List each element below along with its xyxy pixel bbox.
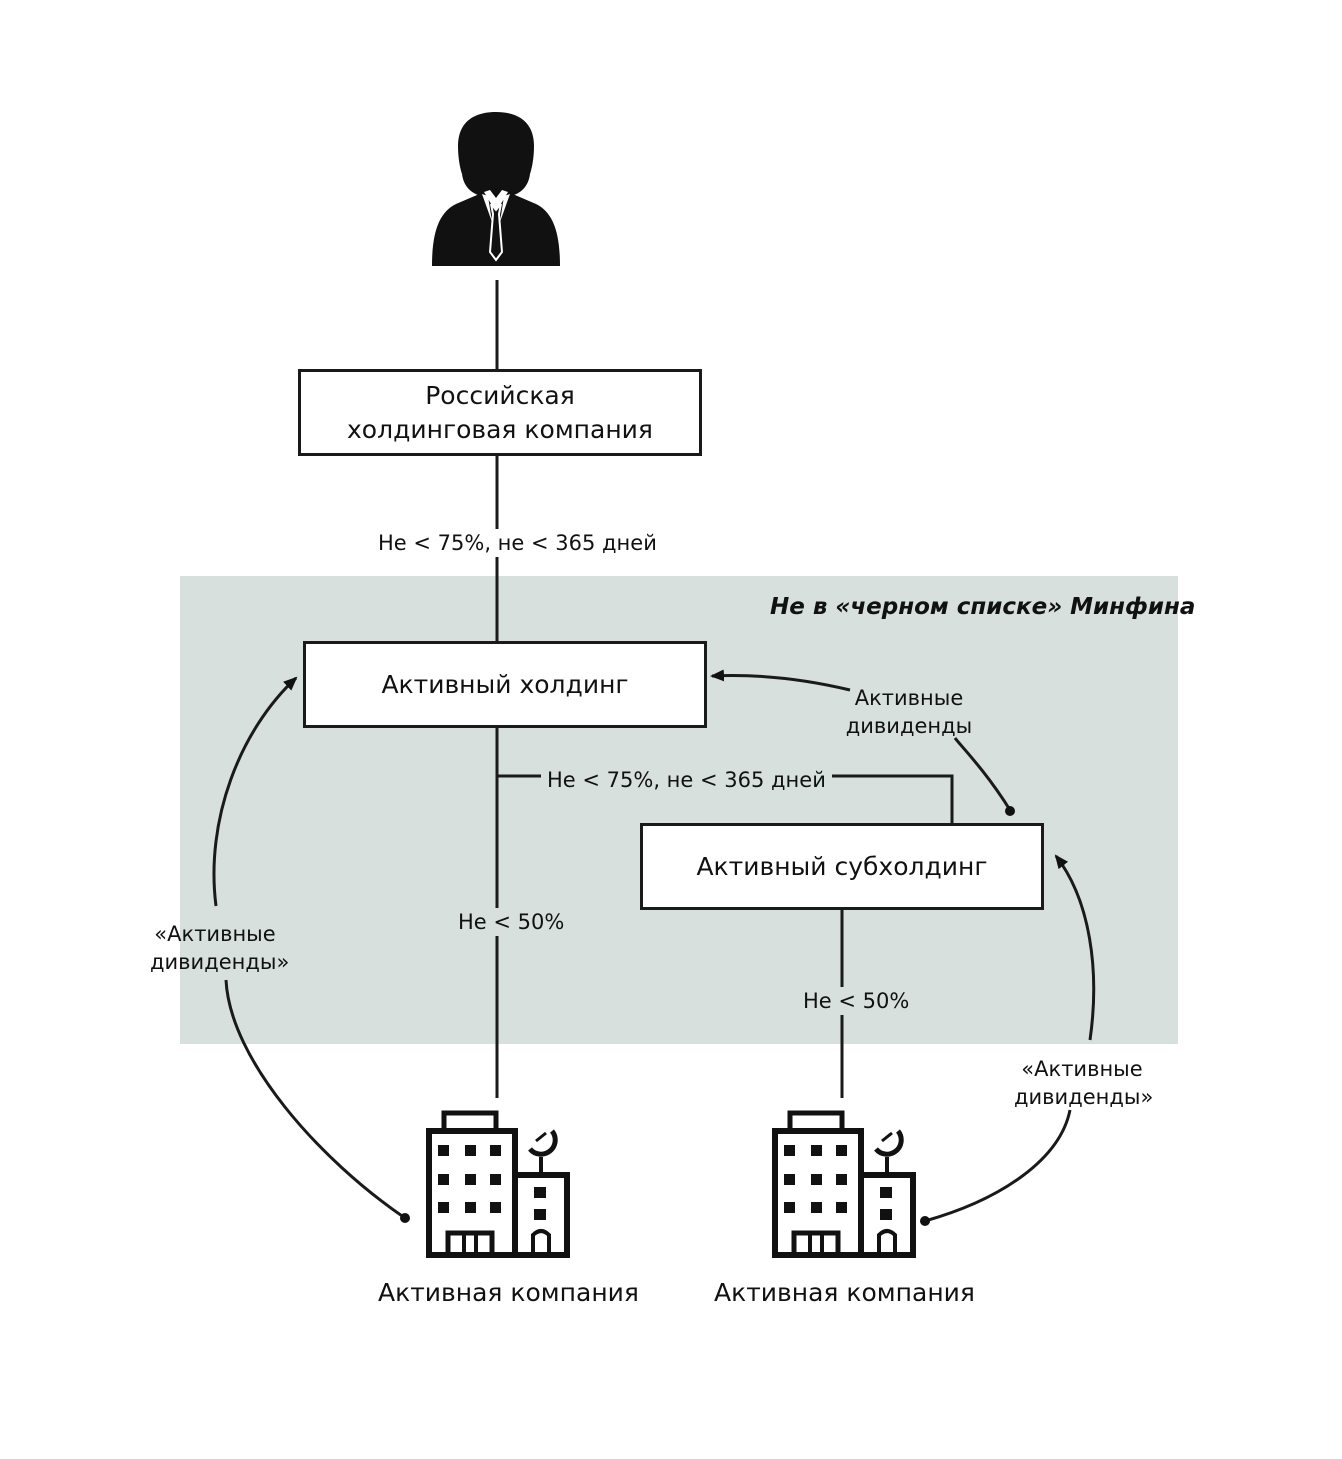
region-title: Не в «черном списке» Минфина [770,594,1196,620]
company-left-label: Активная компания [378,1278,639,1307]
company-right-label: Активная компания [714,1278,975,1307]
russian-holding-box: Российская холдинговая компания [298,369,702,456]
dividend-dot-left [400,1213,410,1223]
edge-label-subholding-to-company: Не < 50% [797,987,916,1015]
dividend-label-left: «Активные дивиденды» [150,920,290,976]
edge-label-russian-to-holding: Не < 75%, не < 365 дней [372,529,663,557]
dividend-arrow-sub [953,737,1012,811]
active-subholding-box: Активный субхолдинг [640,823,1044,910]
dividend-label-sub-line1: Активные [854,686,964,710]
office-building-icon [772,1110,916,1258]
dividend-arrow-left-upper [212,676,298,907]
dividend-dot-sub [1005,806,1015,816]
active-holding-box: Активный холдинг [303,641,707,728]
dividend-arrow-right-upper [1054,854,1096,1041]
active-subholding-label: Активный субхолдинг [696,851,988,881]
dividend-label-sub: Активные дивиденды [844,684,974,740]
dividend-arrow-left [224,979,406,1220]
edge-label-holding-to-subholding: Не < 75%, не < 365 дней [541,766,832,794]
office-building-icon [426,1110,570,1258]
dividend-label-left-line2: дивиденды» [150,950,290,974]
dividend-label-right-line2: дивиденды» [1014,1085,1154,1109]
businessman-icon [432,112,560,266]
dividend-label-right-line1: «Активные [1021,1057,1143,1081]
dividend-label-sub-line2: дивиденды [845,714,973,738]
russian-holding-label: Российская холдинговая компания [347,380,653,444]
edge-label-holding-to-company: Не < 50% [452,908,571,936]
dividend-dot-right [920,1216,930,1226]
dividend-label-left-line1: «Активные [154,922,276,946]
dividend-arrow-right [924,1109,1072,1223]
dividend-label-right: «Активные дивиденды» [1014,1055,1154,1111]
active-holding-label: Активный холдинг [381,669,629,699]
dividend-arrow-sub-upper [710,669,851,692]
